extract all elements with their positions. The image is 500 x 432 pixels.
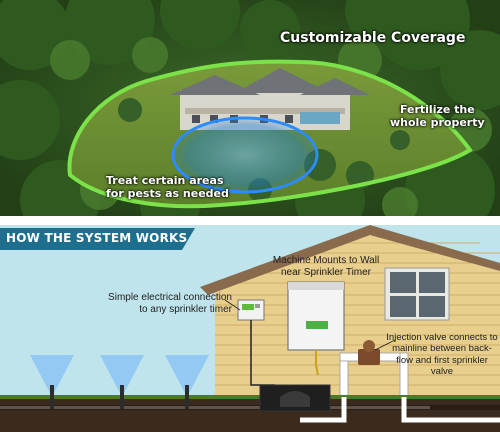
spray-zone [171,116,319,194]
injection-machine [287,281,345,351]
aerial-scene [0,0,500,216]
machine-callout: Machine Mounts to Wall near Sprinkler Ti… [272,255,380,278]
valve-callout: Injection valve connects to mainline bet… [386,332,498,378]
sprinkler-timer [237,299,265,321]
aerial-photo: Customizable Coverage Fertilize the whol… [0,0,500,216]
heading-bar [0,228,195,250]
valve-box [259,384,331,412]
coverage-outline [67,59,473,209]
roof [200,225,500,295]
soil [0,395,500,432]
sprinkler-heads [30,355,209,409]
electrical-callout: Simple electrical connection to any spri… [108,292,232,315]
heading-text: HOW THE SYSTEM WORKS [6,231,188,245]
diagram-scene [0,225,500,432]
coverage-headline: Customizable Coverage [280,30,466,46]
fertilize-caption: Fertilize the whole property [390,103,485,129]
system-diagram: HOW THE SYSTEM WORKS Machine Mounts to W… [0,225,500,432]
house-window [384,267,450,321]
pest-caption: Treat certain areas for pests as needed [106,174,229,200]
